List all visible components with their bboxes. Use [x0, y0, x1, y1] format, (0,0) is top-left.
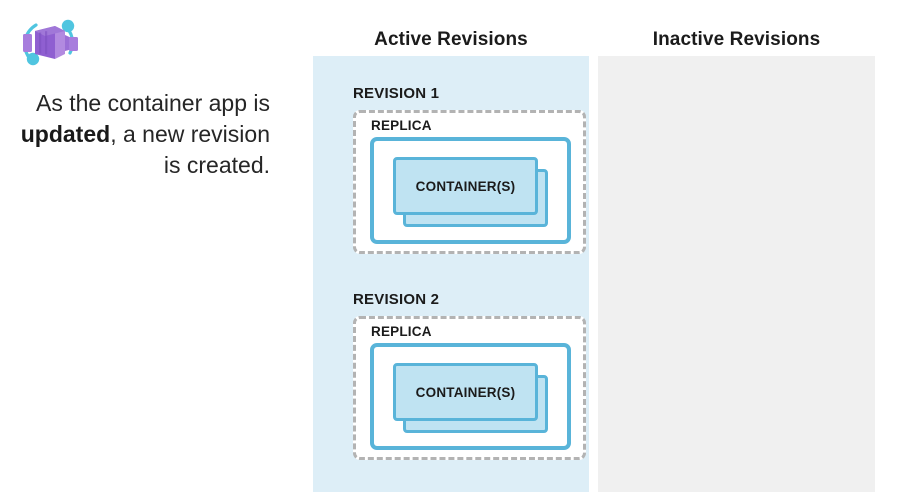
caption-prefix: As the container app is: [36, 90, 270, 116]
active-revisions-panel: REVISION 1 REPLICA CONTAINER(S) REVISION…: [313, 56, 589, 492]
replica-label: REPLICA: [371, 324, 432, 339]
revision-label: REVISION 2: [353, 291, 440, 308]
container-label: CONTAINER(S): [415, 384, 516, 400]
inactive-revisions-panel: [598, 56, 875, 492]
container-label: CONTAINER(S): [415, 178, 516, 194]
azure-container-apps-icon: [14, 12, 86, 74]
replica-box: CONTAINER(S): [370, 137, 571, 244]
caption-emphasis: updated: [20, 121, 111, 147]
caption-suffix: , a new revision is created.: [110, 121, 270, 178]
left-column: As the container app is updated, a new r…: [0, 0, 290, 501]
revision-boundary: REPLICA CONTAINER(S): [353, 110, 586, 254]
container-card-front: CONTAINER(S): [393, 363, 538, 421]
active-revisions-heading: Active Revisions: [374, 29, 528, 50]
replica-label: REPLICA: [371, 118, 432, 133]
revision-boundary: REPLICA CONTAINER(S): [353, 316, 586, 460]
revision-label: REVISION 1: [353, 85, 440, 102]
caption-text: As the container app is updated, a new r…: [20, 88, 270, 181]
replica-box: CONTAINER(S): [370, 343, 571, 450]
inactive-revisions-heading: Inactive Revisions: [652, 29, 821, 50]
container-card-front: CONTAINER(S): [393, 157, 538, 215]
